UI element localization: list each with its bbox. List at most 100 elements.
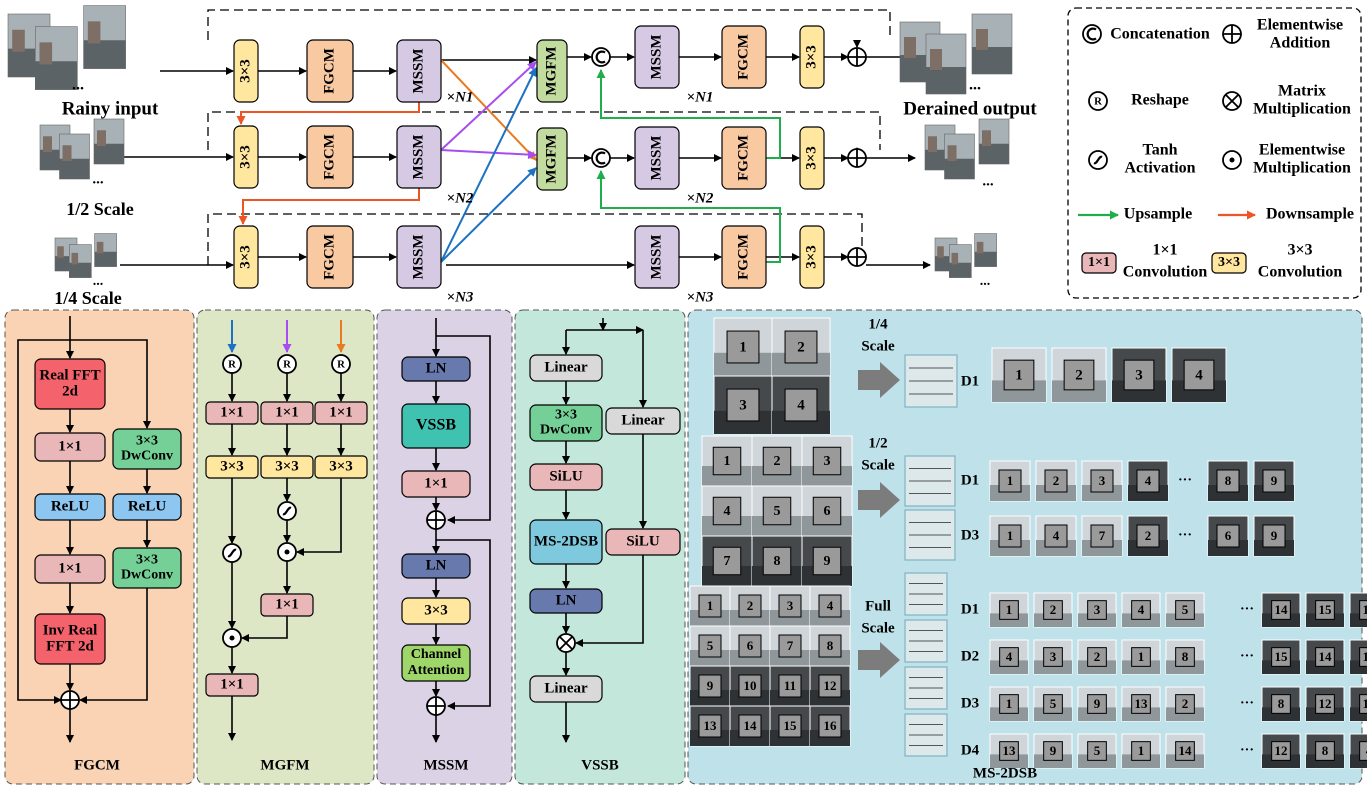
conv3x3-block-label: 3×3 <box>275 458 299 474</box>
patch-tile: 15 <box>1262 640 1300 674</box>
connector <box>441 168 536 262</box>
inv-fft-block-label: Inv Real <box>43 623 98 639</box>
elementwise-multiplication-symbol <box>278 543 296 561</box>
repeat-multiplier: ×N3 <box>447 289 474 305</box>
dwconv-block-label: 3×3 <box>136 553 158 568</box>
patch-tile: 13 <box>1350 640 1367 674</box>
patch-index: 12 <box>824 678 837 693</box>
patch-index: 1 <box>1007 473 1014 488</box>
rainy-input-label: Rainy input <box>62 98 159 119</box>
conv3x3-block-label: 3×3 <box>329 458 353 474</box>
conv3x3-legend-swatch-label: 3×3 <box>1218 255 1240 270</box>
patch-tile: 8 <box>1208 461 1248 501</box>
half-scale-label: 1/2 <box>868 435 887 451</box>
quarter-scale-output-stack <box>935 234 997 278</box>
patch-index: 2 <box>797 339 805 355</box>
conv1x1-block-label: 1×1 <box>329 404 353 420</box>
patch-index: 11 <box>784 678 796 693</box>
rainy-input-stack <box>8 6 126 90</box>
patch-tile: 5 <box>1078 734 1116 768</box>
ln-block-label: LN <box>426 360 447 376</box>
conv1x1-block-label: 1×1 <box>275 596 299 612</box>
direction-label: D1 <box>961 601 979 617</box>
legend-conv3x3: Convolution <box>1258 264 1343 281</box>
patch-tile: 1 <box>702 436 752 486</box>
dwconv-block-label: 3×3 <box>555 408 577 423</box>
direction-label: D3 <box>961 695 979 711</box>
quarter-scale-label: Scale <box>861 338 895 354</box>
ellipsis: ... <box>93 274 104 289</box>
patch-index: 2 <box>1182 696 1189 711</box>
legend-conv3x3: 3×3 <box>1287 242 1312 259</box>
patch-tile: 2 <box>1036 461 1076 501</box>
ellipsis: ... <box>72 77 84 94</box>
linear-block-label: Linear <box>621 412 665 428</box>
elementwise-addition-icon <box>1223 25 1241 43</box>
image-frame <box>972 14 1012 74</box>
patch-index: 8 <box>1322 743 1329 758</box>
patch-tile: 7 <box>770 626 810 666</box>
conv1x1-block-label: 1×1 <box>220 404 244 420</box>
patch-tile: 14 <box>1262 593 1300 627</box>
patch-tile: 2 <box>1128 516 1168 556</box>
patch-tile: 15 <box>1306 593 1344 627</box>
patch-index: 4 <box>1145 473 1152 488</box>
patch-index: 9 <box>707 678 714 693</box>
mssm-block-label: MSSM <box>648 235 664 280</box>
patch-index: 16 <box>1363 696 1367 711</box>
tanh-icon <box>1089 151 1107 169</box>
patch-index: 12 <box>1275 743 1288 758</box>
channel-attention-block-label: Channel <box>411 647 462 662</box>
scan-pattern-icon <box>905 620 947 662</box>
patch-tile: 4 <box>1122 593 1160 627</box>
patch-tile: 5 <box>1166 593 1204 627</box>
half-scale-label: 1/2 Scale <box>66 199 134 219</box>
legend-downsample: Downsample <box>1266 206 1354 223</box>
patch-tile: 3 <box>1034 640 1072 674</box>
patch-index: 1 <box>1006 602 1013 617</box>
patch-tile: 6 <box>802 486 852 536</box>
patch-index: 8 <box>827 638 834 653</box>
scan-pattern-icon <box>905 355 957 407</box>
conv1x1-block-label: 1×1 <box>424 475 448 491</box>
patch-index: 5 <box>1050 696 1057 711</box>
silu-block-label: SiLU <box>549 468 583 484</box>
patch-index: 2 <box>1050 602 1057 617</box>
conv1x1-block-label: 1×1 <box>58 560 82 576</box>
repeat-multiplier: ×N2 <box>447 190 474 206</box>
patch-tile: 9 <box>1254 461 1294 501</box>
derained-output-label: Derained output <box>903 98 1037 119</box>
conv3x3-block-label: 3×3 <box>220 458 244 474</box>
reshape-glyph: R <box>1094 95 1102 107</box>
repeat-multiplier: ×N1 <box>687 89 714 105</box>
patch-tile: 13 <box>1122 687 1160 721</box>
conv3x3-block-label: 3×3 <box>237 59 253 83</box>
patch-tile: 1 <box>714 318 772 376</box>
full-scale-label: Scale <box>861 620 895 636</box>
patch-index: 6 <box>747 638 754 653</box>
patch-tile: 16 <box>1350 687 1367 721</box>
patch-tile: 3 <box>1112 348 1166 402</box>
reshape-symbol: R <box>223 355 241 373</box>
elementwise-addition-symbol <box>848 48 866 66</box>
linear-block-label: Linear <box>544 680 588 696</box>
patch-tile: 3 <box>1078 593 1116 627</box>
fgcm-block-label: FGCM <box>735 135 751 181</box>
scan-pattern-icon <box>905 510 955 560</box>
half-scale-output-stack <box>925 119 1009 179</box>
ellipsis: ... <box>982 173 994 189</box>
mgfm-block-label: MGFM <box>543 46 559 95</box>
patch-tile: 8 <box>1166 640 1204 674</box>
image-frame <box>95 234 117 267</box>
patch-tile: 2 <box>1166 687 1204 721</box>
repeat-multiplier: ×N2 <box>687 190 714 206</box>
full-scale-label: Full <box>865 598 891 614</box>
conv1x1-block-label: 1×1 <box>58 438 82 454</box>
image-frame <box>84 6 126 69</box>
patch-tile: 1 <box>990 461 1030 501</box>
patch-index: 1 <box>1006 696 1013 711</box>
patch-tile: 9 <box>1078 687 1116 721</box>
patch-tile: 3 <box>714 376 772 434</box>
patch-index: 4 <box>1195 367 1203 383</box>
